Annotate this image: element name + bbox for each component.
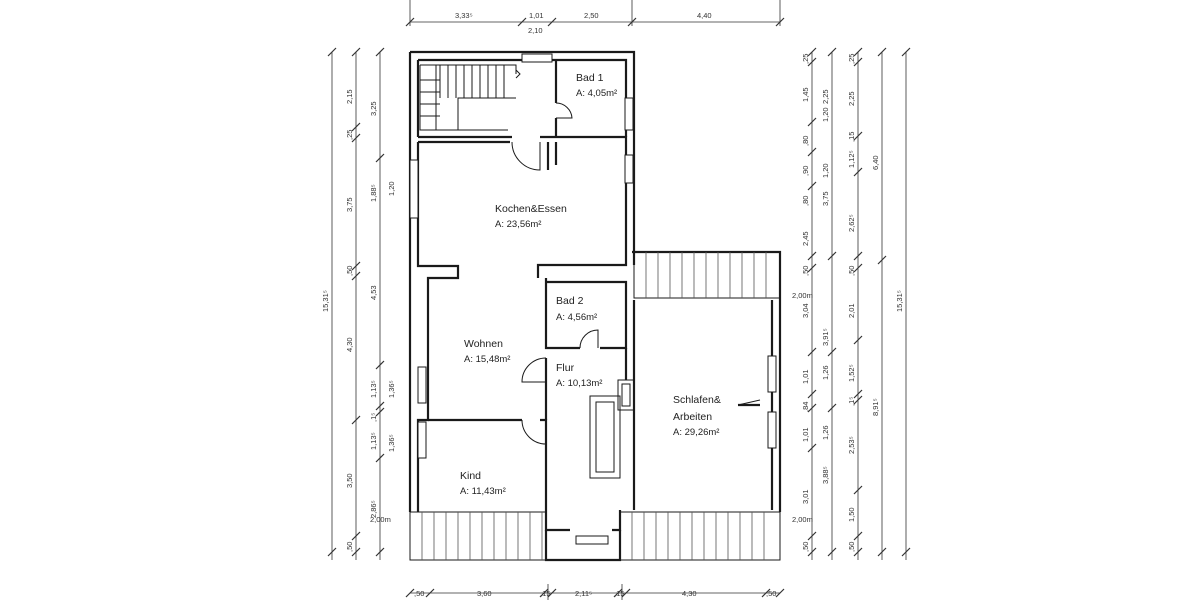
- dim-right-a-6: 2,45: [801, 231, 810, 246]
- dim-bottom-3: ,15: [540, 589, 550, 598]
- dim-left-mid-4: ,50: [345, 266, 354, 276]
- dim-left-inner-7: 2,86⁵: [369, 500, 378, 518]
- dim-right-b-5: 3,91⁵: [821, 328, 830, 346]
- room-name-schlafen: Schlafen&: [673, 394, 721, 406]
- dim-right-c-10: 2,53⁵: [847, 436, 856, 454]
- dim-right-d-1: 6,40: [871, 155, 880, 170]
- ceiling-height-left: 2,00m: [370, 515, 391, 524]
- room-area-kochen-essen: A: 23,56m²: [495, 219, 541, 230]
- dim-left-inner-6: 1,13⁵: [369, 432, 378, 450]
- room-name-bad1: Bad 1: [576, 72, 604, 84]
- dim-top-2: 1,01: [529, 11, 544, 20]
- dim-left-inner-5: ,1⁵: [369, 413, 378, 422]
- dim-left-inner-4: 1,13⁵: [369, 380, 378, 398]
- dim-right-b-7: 1,26: [821, 425, 830, 440]
- dim-right-a-9: 1,01: [801, 369, 810, 384]
- dim-left-inner2-3: 1,36⁵: [387, 434, 396, 452]
- dim-right-b-2: 1,20: [821, 107, 830, 122]
- dim-left-mid-1: 2,15: [345, 89, 354, 104]
- room-name-flur: Flur: [556, 362, 575, 374]
- dim-top-3: 2,10: [528, 26, 543, 35]
- dim-right-c-11: 1,50: [847, 507, 856, 522]
- dim-bottom-7: ,50: [766, 589, 776, 598]
- room-area-bad2: A: 4,56m²: [556, 312, 597, 323]
- dim-right-a-11: 1,01: [801, 427, 810, 442]
- dim-right-a-7: ,50: [801, 266, 810, 276]
- dim-left-mid-5: 4,30: [345, 337, 354, 352]
- windows: [409, 53, 777, 545]
- dim-right-a-10: ,84: [801, 402, 810, 412]
- ceiling-height-right-top: 2,00m: [792, 291, 813, 300]
- dim-right-c-3: ,15: [847, 132, 856, 142]
- dim-right-e-1: 15,31⁵: [895, 290, 904, 312]
- dim-right-c-6: ,50: [847, 266, 856, 276]
- cabinets: [589, 379, 635, 479]
- dim-bottom-5: ,15: [614, 589, 624, 598]
- room-area-wohnen: A: 15,48m²: [464, 354, 510, 365]
- dim-bottom-1: ,50: [414, 589, 424, 598]
- dim-top-5: 4,40: [697, 11, 712, 20]
- dim-left-mid-7: ,50: [345, 542, 354, 552]
- room-labels: Bad 1 A: 4,05m² Kochen&Essen A: 23,56m² …: [460, 72, 721, 497]
- dim-top-1: 3,33⁵: [455, 11, 473, 20]
- dim-right-c-1: ,25: [847, 54, 856, 64]
- roof-slope-hatching: [409, 251, 781, 562]
- dim-bottom-6: 4,30: [682, 589, 697, 598]
- dim-right-a-4: ,90: [801, 166, 810, 176]
- exterior-walls: [408, 50, 782, 532]
- dim-right-a-3: ,80: [801, 136, 810, 146]
- room-area-schlafen-arbeiten: A: 29,26m²: [673, 427, 719, 438]
- room-name-wohnen: Wohnen: [464, 338, 503, 350]
- dim-right-b-3: 1,20: [821, 163, 830, 178]
- dim-left-outer: 15,31⁵: [321, 290, 330, 312]
- dim-right-a-5: ,80: [801, 196, 810, 206]
- staircase: [419, 64, 521, 131]
- dim-left-inner-1: 3,25: [369, 101, 378, 116]
- dim-right-b-4: 3,75: [821, 191, 830, 206]
- dim-right-a-8: 3,04: [801, 303, 810, 318]
- room-area-flur: A: 10,13m²: [556, 378, 602, 389]
- room-name-kochen-essen: Kochen&Essen: [495, 203, 567, 215]
- dimension-labels: 3,33⁵ 1,01 2,10 2,50 4,40 ,50 3,60 ,15 2…: [321, 11, 904, 598]
- room-name-kind: Kind: [460, 470, 481, 482]
- dim-right-a-12: 3,01: [801, 489, 810, 504]
- room-area-kind: A: 11,43m²: [460, 486, 506, 497]
- ceiling-height-right-bottom: 2,00m: [792, 515, 813, 524]
- dim-left-inner-2: 1,88⁵: [369, 184, 378, 202]
- dim-bottom-4: 2,11⁵: [575, 589, 592, 598]
- dim-top-4: 2,50: [584, 11, 599, 20]
- dim-left-inner-3: 4,53: [369, 285, 378, 300]
- dim-right-c-12: ,50: [847, 542, 856, 552]
- dim-right-b-6: 1,26: [821, 365, 830, 380]
- room-name-arbeiten: Arbeiten: [673, 411, 712, 423]
- dim-right-a-13: ,50: [801, 542, 810, 552]
- dim-right-d-2: 8,91⁵: [871, 398, 880, 416]
- dim-right-b-1: 2,25: [821, 89, 830, 104]
- dim-right-c-8: 1,52⁵: [847, 364, 856, 382]
- dim-left-inner2-2: 1,36⁵: [387, 380, 396, 398]
- dim-bottom-2: 3,60: [477, 589, 492, 598]
- room-area-bad1: A: 4,05m²: [576, 88, 617, 99]
- dim-right-c-9: ,1⁵: [847, 397, 856, 406]
- dim-right-c-4: 1,12⁵: [847, 150, 856, 168]
- dim-right-c-2: 2,25: [847, 91, 856, 106]
- room-name-bad2: Bad 2: [556, 295, 584, 307]
- dim-right-a-1: ,25: [801, 54, 810, 64]
- dim-left-mid-6: 3,50: [345, 473, 354, 488]
- dim-right-c-5: 2,62⁵: [847, 214, 856, 232]
- dimension-lines: [327, 0, 911, 600]
- dim-left-mid-3: 3,75: [345, 197, 354, 212]
- dim-left-mid-2: ,25: [345, 130, 354, 140]
- dim-right-a-2: 1,45: [801, 87, 810, 102]
- doors: [511, 102, 761, 445]
- dim-right-b-8: 3,88⁵: [821, 466, 830, 484]
- dim-left-inner2-1: 1,20: [387, 181, 396, 196]
- dim-right-c-7: 2,01: [847, 303, 856, 318]
